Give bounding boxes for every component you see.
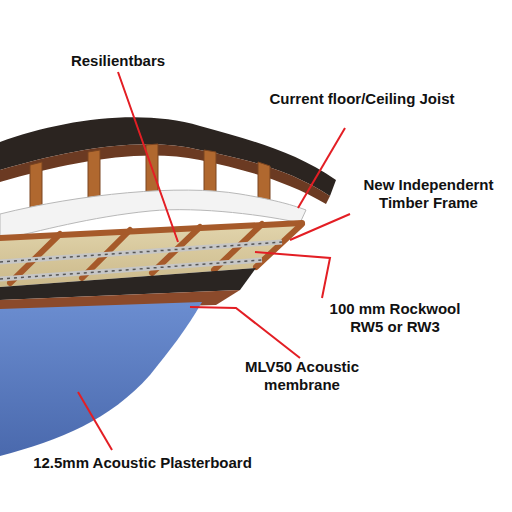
resilient-bar [0, 242, 282, 262]
callout-label: New Independernt Timber Frame [345, 176, 512, 212]
leader-line [118, 72, 178, 242]
callout-label: 100 mm Rockwool RW5 or RW3 [320, 300, 470, 336]
timber-beam [0, 223, 302, 238]
leader-lines [78, 72, 350, 450]
leader-line [255, 252, 330, 298]
resilient-bar-holes [0, 242, 282, 262]
callout-label: MLV50 Acoustic membrane [227, 358, 377, 394]
leader-line [290, 214, 350, 240]
leader-line [298, 128, 345, 208]
leader-line [190, 307, 300, 358]
callout-label: Current floor/Ceiling Joist [262, 90, 462, 108]
plasterboard [0, 302, 202, 456]
leader-line [78, 392, 112, 450]
callout-label: Resilientbars [48, 52, 188, 70]
callout-label: 12.5mm Acoustic Plasterboard [0, 454, 285, 472]
